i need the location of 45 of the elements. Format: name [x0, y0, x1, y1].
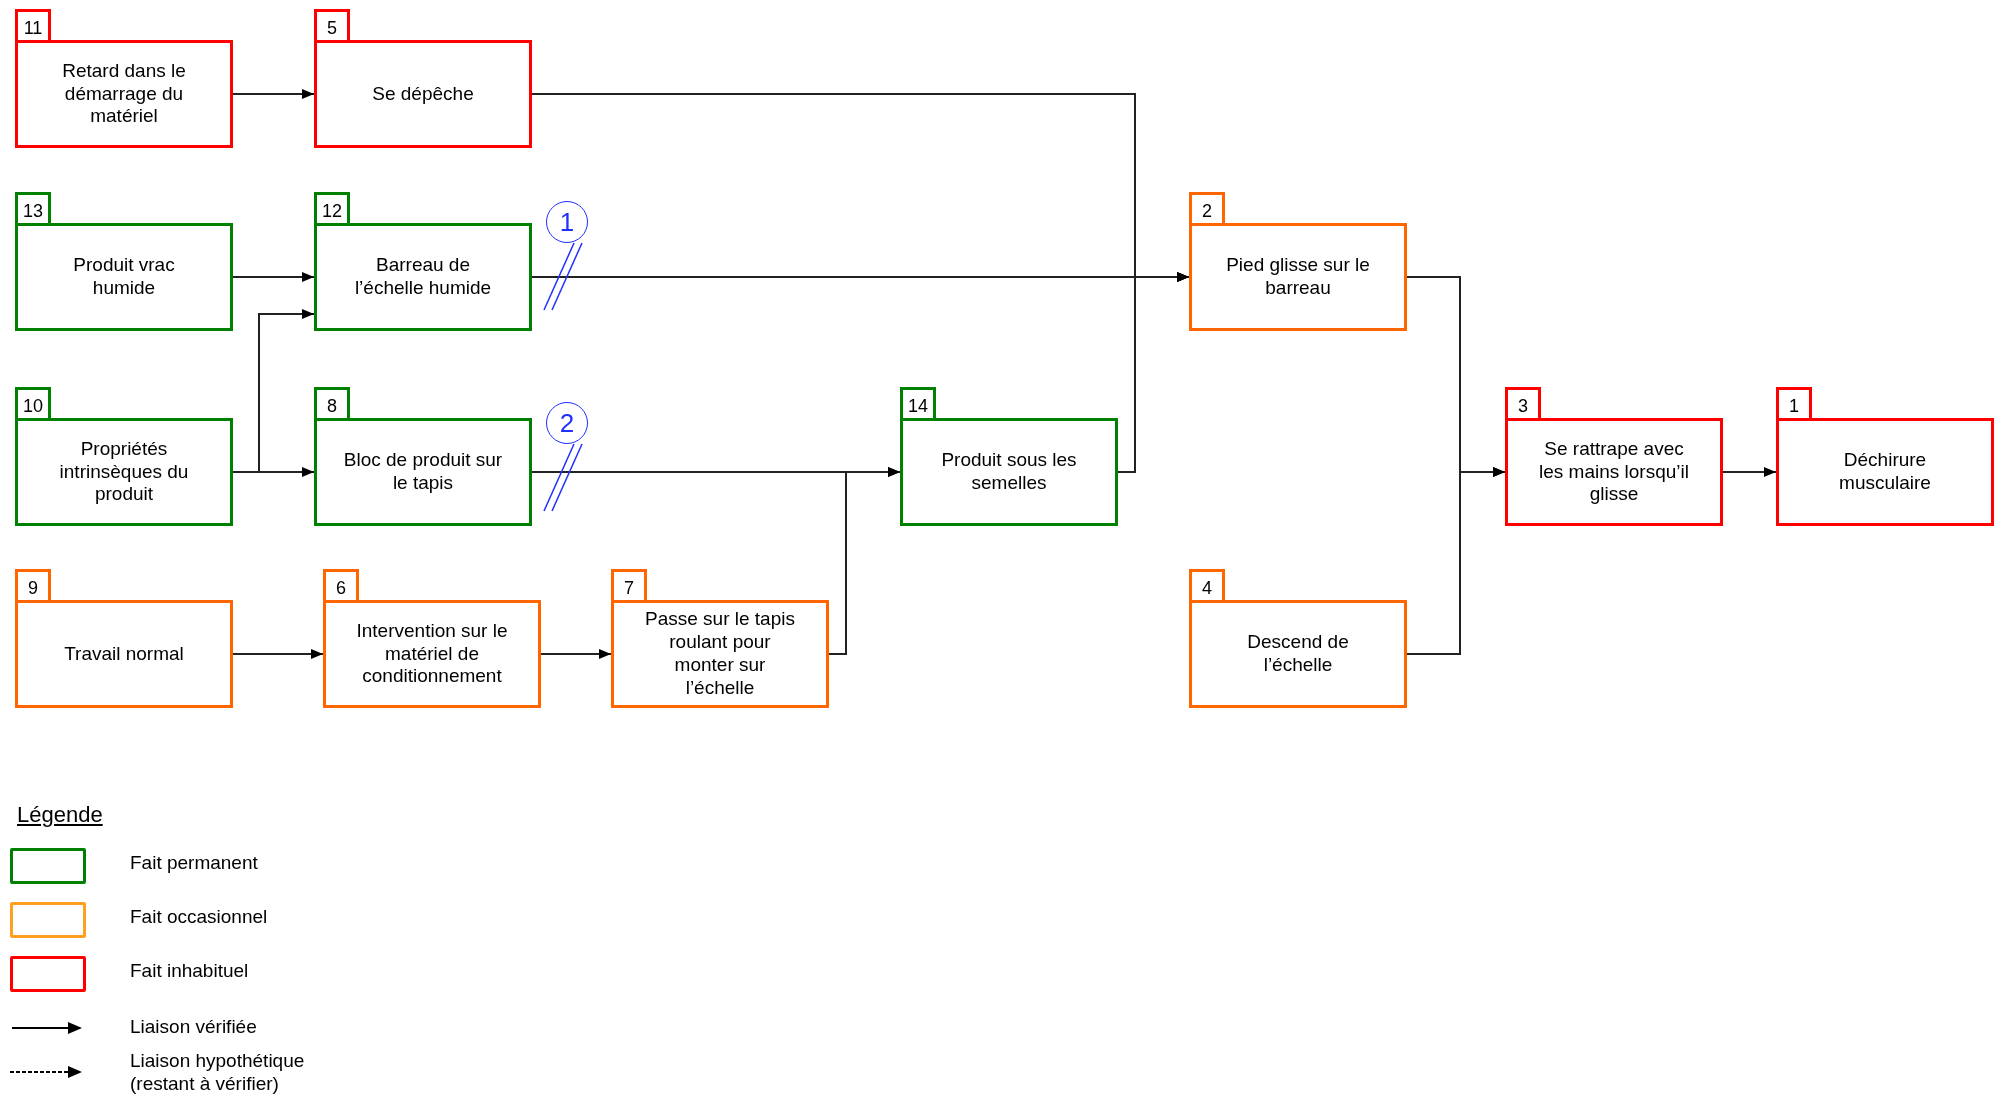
event-box: Descend de l’échelle — [1189, 600, 1407, 708]
barrier-number: 2 — [546, 402, 588, 444]
number-tab: 9 — [15, 569, 51, 603]
barrier-number: 1 — [546, 201, 588, 243]
legend-label: Liaison vérifiée — [130, 1016, 258, 1039]
legend-label: Fait occasionnel — [130, 906, 269, 929]
arrow — [1722, 467, 1777, 477]
arrow — [828, 467, 901, 655]
arrow — [232, 272, 315, 282]
event-box: Barreau de l’échelle humide — [314, 223, 532, 331]
event-box: Se rattrape avec les mains lorsqu’il glisse — [1505, 418, 1723, 526]
number-tab: 14 — [900, 387, 936, 421]
number-tab: 7 — [611, 569, 647, 603]
number-tab: 13 — [15, 192, 51, 226]
event-box: Produit vrac humide — [15, 223, 233, 331]
arrow — [232, 89, 315, 99]
legend-heading: Légende — [17, 801, 103, 829]
arrow — [232, 467, 315, 477]
number-tab: 3 — [1505, 387, 1541, 421]
legend-label: Liaison hypothétique (restant à vérifier) — [130, 1050, 306, 1096]
event-box: Bloc de produit sur le tapis — [314, 418, 532, 526]
event-box: Travail normal — [15, 600, 233, 708]
event-box: Propriétés intrinsèques du produit — [15, 418, 233, 526]
event-box: Déchirure musculaire — [1776, 418, 1994, 526]
number-tab: 2 — [1189, 192, 1225, 226]
legend-label: Fait permanent — [130, 852, 259, 875]
number-tab: 11 — [15, 9, 51, 43]
number-tab: 6 — [323, 569, 359, 603]
legend-label: Fait inhabituel — [130, 960, 250, 983]
event-box: Se dépêche — [314, 40, 532, 148]
event-box: Pied glisse sur le barreau — [1189, 223, 1407, 331]
arrow — [232, 649, 324, 659]
number-tab: 12 — [314, 192, 350, 226]
event-box: Produit sous les semelles — [900, 418, 1118, 526]
event-box: Retard dans le démarrage du matériel — [15, 40, 233, 148]
number-tab: 4 — [1189, 569, 1225, 603]
number-tab: 8 — [314, 387, 350, 421]
arrow — [1117, 272, 1190, 473]
event-box: Passe sur le tapis roulant pour monter sur l’échelle — [611, 600, 829, 708]
event-box: Intervention sur le matériel de conditionnement — [323, 600, 541, 708]
number-tab: 5 — [314, 9, 350, 43]
arrow — [1406, 467, 1506, 655]
number-tab: 1 — [1776, 387, 1812, 421]
number-tab: 10 — [15, 387, 51, 421]
arrow — [540, 649, 612, 659]
